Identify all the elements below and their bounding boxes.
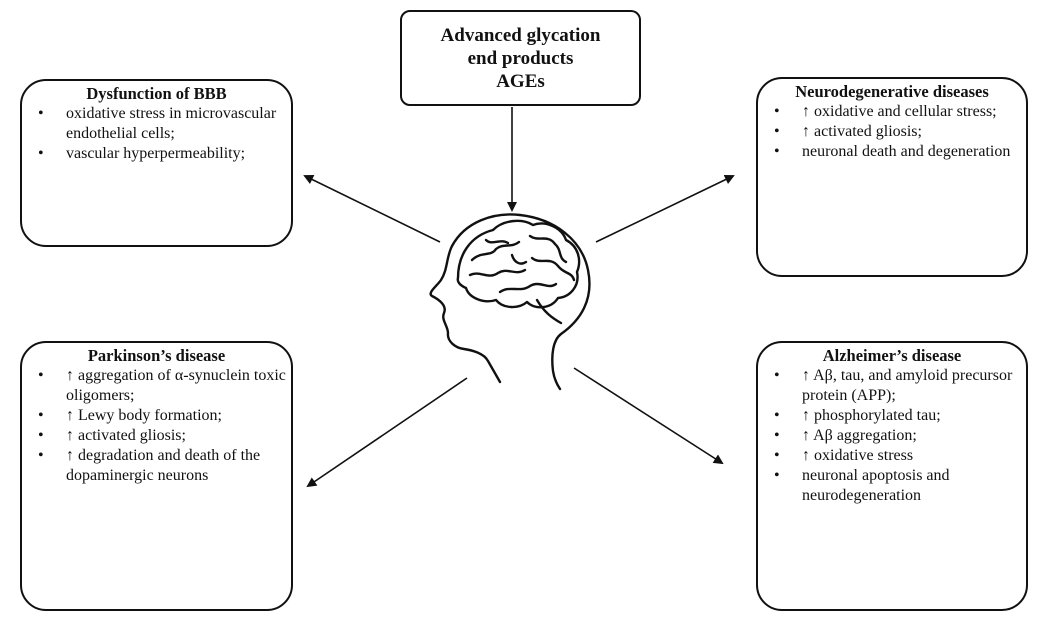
ages-title: Advanced glycation end products AGEs <box>441 24 601 93</box>
arrow-to-neuro <box>595 174 735 243</box>
bbb-title: Dysfunction of BBB <box>86 84 227 103</box>
ages-title-line-2: end products <box>467 47 574 69</box>
arrow-to-bbb <box>303 175 441 243</box>
list-item: ↑ Lewy body formation; <box>22 406 291 426</box>
alzheimers-box: Alzheimer’s disease ↑ Aβ, tau, and amylo… <box>756 341 1028 611</box>
arrow-to-alzheimer <box>573 367 724 465</box>
brain-head-icon <box>429 213 591 391</box>
alzheimer-title: Alzheimer’s disease <box>822 346 962 365</box>
ages-box: Advanced glycation end products AGEs <box>400 10 641 106</box>
alzheimer-effects-list: ↑ Aβ, tau, and amyloid precursor protein… <box>758 366 1026 506</box>
list-item: ↑ activated gliosis; <box>22 426 291 446</box>
bbb-effects-list: oxidative stress in microvascular endoth… <box>22 104 291 164</box>
list-item: ↑ Aβ, tau, and amyloid precursor protein… <box>758 366 1026 406</box>
list-item: ↑ oxidative stress <box>758 446 1026 466</box>
list-item: vascular hyperpermeability; <box>22 144 291 164</box>
neuro-effects-list: ↑ oxidative and cellular stress; ↑ activ… <box>758 102 1026 162</box>
list-item: oxidative stress in microvascular endoth… <box>22 104 291 144</box>
parkinsons-box: Parkinson’s disease ↑ aggregation of α-s… <box>20 341 293 611</box>
list-item: neuronal apoptosis and neurodegeneration <box>758 466 1026 506</box>
list-item: ↑ Aβ aggregation; <box>758 426 1026 446</box>
list-item: neuronal death and degeneration <box>758 142 1026 162</box>
ages-title-line-3: AGEs <box>496 70 545 92</box>
parkinson-effects-list: ↑ aggregation of α-synuclein toxic oligo… <box>22 366 291 486</box>
list-item: ↑ phosphorylated tau; <box>758 406 1026 426</box>
neurodegenerative-box: Neurodegenerative diseases ↑ oxidative a… <box>756 77 1028 277</box>
bbb-dysfunction-box: Dysfunction of BBB oxidative stress in m… <box>20 79 293 247</box>
arrow-to-parkinson <box>306 377 468 488</box>
list-item: ↑ oxidative and cellular stress; <box>758 102 1026 122</box>
neuro-title: Neurodegenerative diseases <box>795 82 989 101</box>
ages-title-line-1: Advanced glycation <box>440 24 601 46</box>
parkinson-title: Parkinson’s disease <box>87 346 226 365</box>
list-item: ↑ degradation and death of the dopaminer… <box>22 446 291 486</box>
list-item: ↑ aggregation of α-synuclein toxic oligo… <box>22 366 291 406</box>
list-item: ↑ activated gliosis; <box>758 122 1026 142</box>
